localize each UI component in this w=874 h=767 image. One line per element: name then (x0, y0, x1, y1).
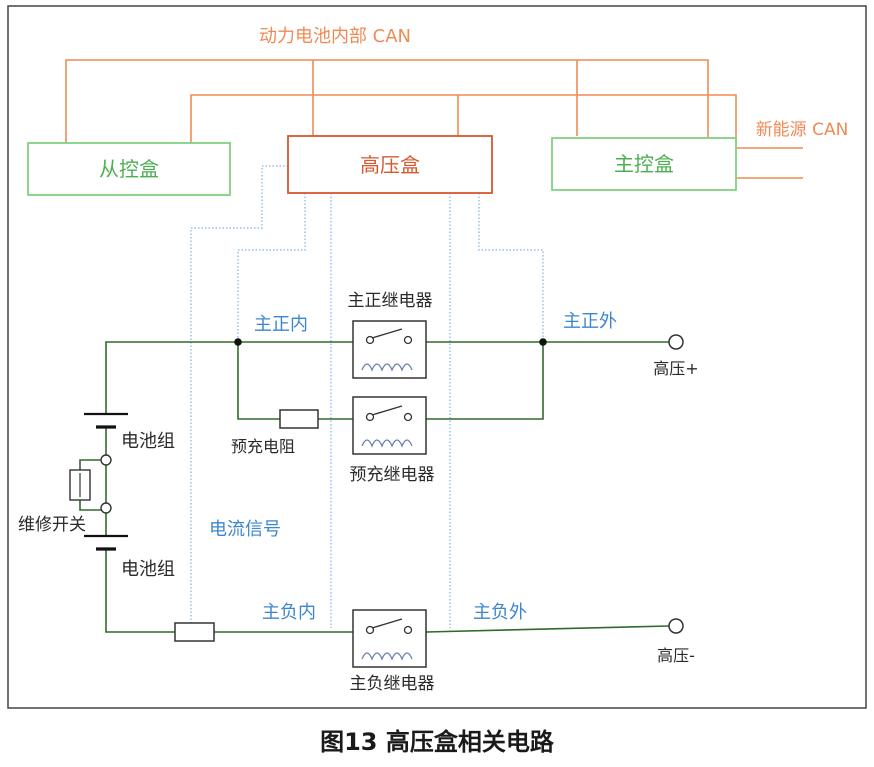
hv-pos-terminal (668, 334, 684, 350)
current-signal-label: 电流信号 (209, 519, 281, 540)
battery-can-bus (65, 59, 737, 143)
battery-pack-2-label: 电池组 (121, 559, 175, 580)
main-pos-relay (352, 320, 427, 379)
precharge-resistor-label: 预充电阻 (231, 437, 295, 456)
battery-pack-1-symbol (84, 412, 128, 429)
service-switch-terminal (100, 454, 112, 466)
main-circuit (79, 341, 670, 633)
new-energy-can-bus (736, 147, 803, 179)
signal-lines (190, 165, 544, 628)
main-pos-relay-label: 主正继电器 (348, 291, 433, 311)
battery-pack-2-symbol (84, 534, 128, 551)
junction-dot (539, 338, 547, 346)
hv-box-label: 高压盒 (360, 153, 420, 177)
hv-pos-label: 高压+ (653, 359, 698, 378)
battery-pack-1-label: 电池组 (121, 431, 175, 452)
current-shunt-resistor (174, 622, 215, 642)
slave-box-label: 从控盒 (99, 157, 159, 181)
diagram-frame (7, 5, 867, 709)
precharge-relay-label: 预充继电器 (350, 465, 435, 485)
hv-neg-terminal (668, 618, 684, 634)
precharge-relay (352, 396, 427, 455)
main-neg-inner-label: 主负内 (262, 602, 316, 623)
junction-dot (234, 338, 242, 346)
main-pos-inner-label: 主正内 (254, 314, 308, 335)
main-neg-outer-label: 主负外 (473, 602, 527, 623)
precharge-resistor (279, 409, 319, 429)
new-energy-can-label: 新能源 CAN (756, 120, 849, 140)
figure-caption: 图13 高压盒相关电路 (320, 728, 554, 756)
hv-box (287, 135, 493, 194)
battery-can-label: 动力电池内部 CAN (259, 26, 411, 47)
main-neg-relay (352, 609, 427, 668)
service-switch-label: 维修开关 (18, 515, 86, 535)
service-switch-terminal (100, 502, 112, 514)
hv-neg-label: 高压- (657, 646, 695, 665)
master-box-label: 主控盒 (614, 152, 674, 176)
master-box (551, 137, 737, 191)
main-pos-outer-label: 主正外 (563, 311, 617, 332)
main-neg-relay-label: 主负继电器 (350, 674, 435, 694)
slave-box (27, 142, 231, 196)
